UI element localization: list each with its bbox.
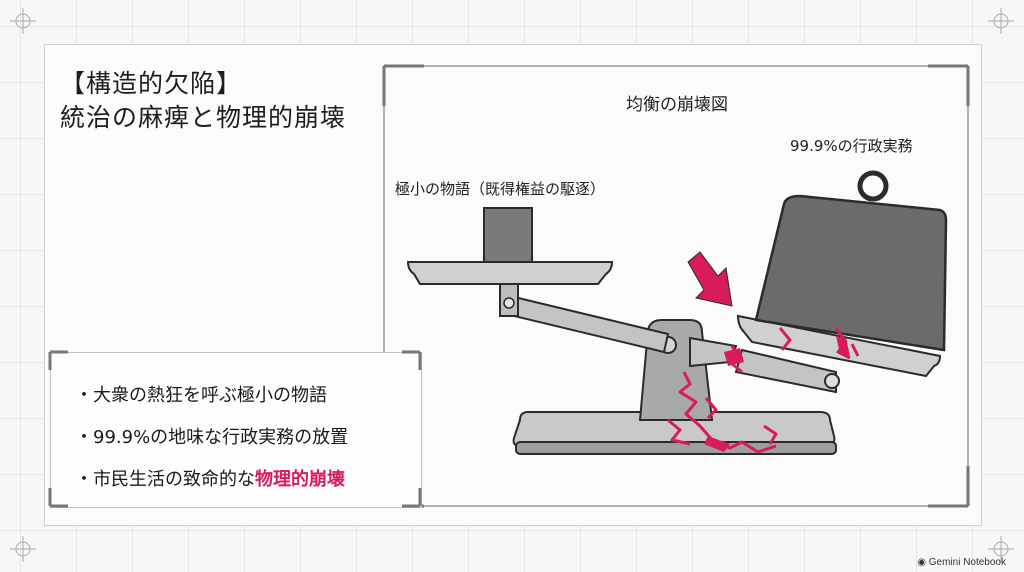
diagram-title: 均衡の崩壊図 [626,95,728,115]
scale-arm-left [499,279,670,354]
small-weight [483,207,533,263]
bullet-item: ・99.9%の地味な行政実務の放置 [75,427,349,448]
impact-arrow-icon [687,251,733,307]
bullet-item: ・市民生活の致命的な物理的崩壊 [75,469,345,490]
registration-mark-icon [10,536,36,562]
registration-mark-icon [988,8,1014,34]
notebook-logo-icon: ◉ [917,557,929,568]
scale-base [512,411,837,455]
registration-mark-icon [988,536,1014,562]
highlight-text: 物理的崩壊 [255,469,345,490]
registration-mark-icon [10,8,36,34]
bullet-box: ・大衆の熱狂を呼ぶ極小の物語 ・99.9%の地味な行政実務の放置 ・市民生活の致… [50,352,422,508]
bullet-item: ・大衆の熱狂を呼ぶ極小の物語 [75,385,327,406]
crack-fill [704,336,850,452]
footer-brand: ◉ Gemini Notebook [917,557,1006,568]
heavy-weight-label: 99.9%の行政実務 [790,137,913,155]
small-weight-label: 極小の物語（既得権益の駆逐） [395,180,606,198]
slide-title-line-1: 【構造的欠陥】 [60,69,243,98]
slide-title-line-2: 統治の麻痺と物理的崩壊 [60,103,347,132]
heavy-weight [754,170,948,352]
scale-pan-left [406,261,614,285]
